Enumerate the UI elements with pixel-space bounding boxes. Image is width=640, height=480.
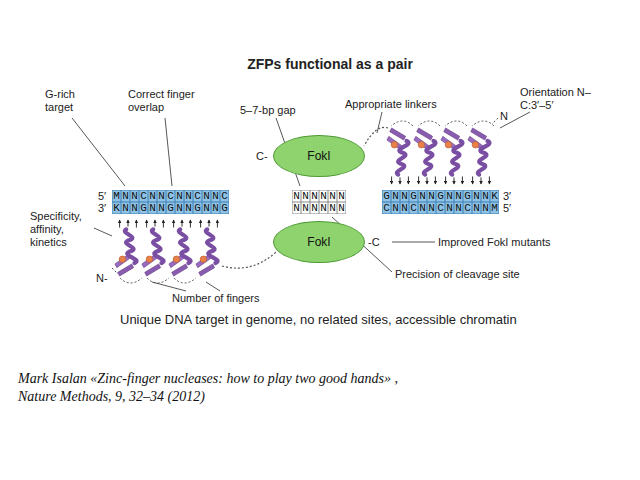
- callout-label: 5–7-bp gap: [240, 104, 296, 117]
- dna-sequence: CNNCNNCNNCNNM: [383, 202, 500, 214]
- dna-sequence: GNNGNNGNNGNNK: [383, 190, 500, 202]
- callout-label: Orientation N–C:3′–5′: [520, 86, 602, 112]
- callout-label: 3′: [98, 202, 106, 215]
- callout-label: G-rich target: [45, 88, 95, 114]
- zinc-fingers-bottom: [112, 220, 276, 283]
- callout-label: Improved FokI mutants: [438, 236, 551, 249]
- citation-caption: Mark Isalan «Zinc-finger nucleases: how …: [18, 370, 418, 406]
- dna-sequence: NNNNNN: [293, 190, 347, 202]
- callout-label: N-: [96, 272, 108, 285]
- callout-label: C-: [256, 150, 268, 163]
- diagram-title: ZFPs functional as a pair: [247, 56, 413, 72]
- callout-label: Correct finger overlap: [128, 88, 216, 114]
- callout-label: -C: [368, 236, 380, 249]
- callout-label: Specificity, affinity, kinetics: [30, 210, 94, 249]
- zinc-fingers-top: [364, 118, 498, 184]
- callout-label: Appropriate linkers: [345, 98, 437, 111]
- enzyme-ellipse: FokI: [273, 221, 365, 263]
- dna-sequence: NNNNNN: [293, 202, 347, 214]
- callout-label: 5′: [503, 202, 511, 215]
- callout-label: Precision of cleavage site: [395, 268, 520, 281]
- dna-sequence: MNNCNNCNNCNNC: [113, 190, 230, 202]
- leader-lines: [72, 112, 530, 291]
- callout-label: Unique DNA target in genome, no related …: [120, 312, 517, 328]
- callout-label: 5′: [98, 190, 106, 203]
- enzyme-ellipse: FokI: [273, 135, 365, 177]
- dna-sequence: KNNGNNGNNGNNG: [113, 202, 230, 214]
- callout-label: N: [500, 110, 508, 123]
- callout-label: Number of fingers: [172, 292, 259, 305]
- enzyme-name: FokI: [307, 149, 330, 163]
- callout-label: 3′: [503, 190, 511, 203]
- enzyme-name: FokI: [307, 235, 330, 249]
